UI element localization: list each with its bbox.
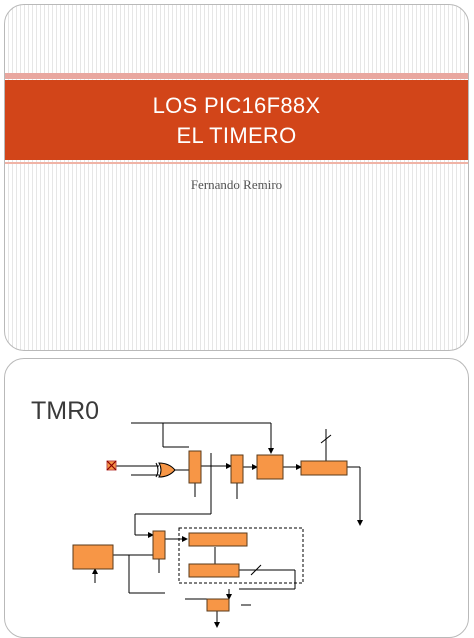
mux-1: [188, 450, 202, 484]
mux-3: [152, 530, 166, 560]
xor-gate-curve: [155, 462, 159, 478]
tmr0-block-diagram: [72, 422, 363, 628]
xor-gate: [158, 462, 176, 478]
data-bus-slash: [320, 434, 332, 444]
slide-heading: TMR0: [31, 397, 100, 425]
tmr0-slide: TMR0: [4, 358, 469, 638]
accent-bar: [5, 73, 468, 79]
sync-block: [256, 454, 284, 480]
bottom-mux: [206, 598, 230, 612]
mux-2: [230, 454, 244, 484]
title-band: [5, 80, 468, 160]
slide-title-line-2: EL TIMERO: [176, 123, 297, 148]
slide-title-line-1: LOS PIC16F88X: [152, 93, 321, 118]
author-name: Fernando Remiro: [190, 177, 283, 192]
tmr0-register: [300, 460, 348, 476]
title-underline: [5, 162, 468, 164]
prescaler-top: [188, 532, 248, 547]
prescaler-slash: [250, 564, 262, 576]
prescaler-bottom: [188, 563, 240, 578]
left-block: [72, 544, 114, 570]
title-slide: LOS PIC16F88X EL TIMERO Fernando Remiro: [4, 4, 469, 351]
input-pin: [106, 460, 117, 471]
prescaler-dashed-box: [178, 527, 304, 584]
